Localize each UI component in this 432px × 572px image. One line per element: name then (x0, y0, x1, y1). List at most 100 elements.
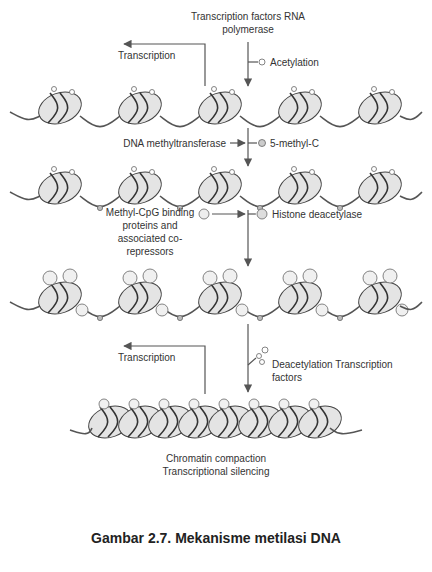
co-repressor (396, 304, 408, 316)
linker-dna (80, 116, 120, 127)
nucleosome (354, 86, 406, 129)
dna-wrap (208, 173, 218, 203)
co-repressor (316, 304, 328, 316)
nucleosome (274, 86, 326, 129)
dna-wrap (128, 93, 138, 123)
dna-wrap (98, 407, 108, 437)
dna-wrap (158, 407, 168, 437)
acetyl-group (372, 167, 377, 172)
co-repressor (156, 304, 168, 316)
annotation-label: Chromatin compaction Transcriptional sil… (149, 452, 284, 478)
mbd-protein (123, 271, 137, 285)
nucleosome (34, 166, 86, 209)
dna-wrap (138, 283, 148, 313)
linker-dna (240, 116, 280, 127)
dna-wrap (308, 407, 318, 437)
co-repressor (76, 304, 88, 316)
bound-protein (129, 399, 139, 409)
dna-wrap (368, 173, 378, 203)
annotation-label: 5-methyl-C (270, 137, 319, 150)
dna-wrap (318, 407, 328, 437)
side-line (248, 142, 257, 143)
bound-protein (99, 399, 109, 409)
dna-wrap (278, 407, 288, 437)
acetyl-symbol (257, 354, 262, 359)
nucleosome (274, 166, 326, 209)
bound-protein (189, 399, 199, 409)
annotation-label: DNA methyltransferase (70, 137, 226, 150)
process-arrow (247, 42, 248, 86)
dna-wrap (58, 93, 68, 123)
acetyl-group (310, 90, 315, 95)
methyl-group (97, 315, 102, 320)
linker-dna (400, 192, 422, 199)
methyl-group (177, 315, 182, 320)
annotation-label: Deacetylation Transcription factors (272, 358, 397, 384)
figure-caption: Gambar 2.7. Mekanisme metilasi DNA (16, 530, 416, 546)
acetyl-group (70, 170, 75, 175)
linker-dna (330, 428, 362, 434)
acetyl-group (372, 87, 377, 92)
side-line (248, 61, 258, 62)
side-arrow (230, 142, 245, 143)
annotation-label: Acetylation (270, 56, 319, 69)
dna-wrap (218, 93, 228, 123)
dna-wrap (198, 407, 208, 437)
nucleosome (194, 86, 246, 129)
acetyl-symbol (259, 59, 265, 65)
acetyl-group (310, 170, 315, 175)
dna-wrap (48, 173, 58, 203)
hdac-protein (383, 269, 397, 283)
dna-wrap (48, 283, 58, 313)
side-line (248, 213, 256, 214)
acetyl-symbol (262, 347, 268, 353)
dna-wrap (48, 93, 58, 123)
bound-protein (219, 399, 229, 409)
dna-wrap (288, 283, 298, 313)
nucleosome (354, 166, 406, 209)
acetyl-group (132, 167, 137, 172)
process-arrow (247, 324, 248, 392)
side-line (248, 358, 256, 365)
dna-wrap (218, 407, 228, 437)
acetyl-group (150, 90, 155, 95)
acetyl-group (390, 90, 395, 95)
dna-wrap (138, 93, 148, 123)
acetyl-group (230, 90, 235, 95)
dna-wrap (258, 407, 268, 437)
dna-wrap (298, 173, 308, 203)
linker-dna (400, 112, 422, 119)
dna-wrap (138, 407, 148, 437)
annotation-label: Transcription (118, 351, 175, 364)
bound-protein (309, 399, 319, 409)
dna-wrap (378, 283, 388, 313)
nucleosome (294, 400, 346, 443)
side-arrow (212, 213, 245, 214)
linker-dna (320, 116, 360, 127)
bound-protein (159, 399, 169, 409)
dna-wrap (298, 93, 308, 123)
dna-wrap (208, 93, 218, 123)
annotation-label: Histone deacetylase (272, 208, 362, 221)
bound-protein (279, 399, 289, 409)
acetyl-group (212, 87, 217, 92)
acetyl-group (292, 87, 297, 92)
dna-wrap (218, 173, 228, 203)
linker-dna (10, 302, 40, 309)
acetyl-group (390, 170, 395, 175)
dna-wrap (378, 173, 388, 203)
mbd-protein (363, 271, 377, 285)
dna-wrap (218, 283, 228, 313)
dna-wrap (128, 283, 138, 313)
annotation-label: Transcription factors RNA polymerase (188, 10, 308, 36)
hdac-protein (223, 269, 237, 283)
linker-dna (400, 302, 422, 309)
process-arrow (247, 128, 248, 166)
dna-wrap (58, 173, 68, 203)
linker-dna (10, 112, 40, 119)
dna-wrap (378, 93, 388, 123)
hdac-protein (63, 269, 77, 283)
dna-wrap (368, 283, 378, 313)
nucleosome (114, 86, 166, 129)
bound-protein (249, 399, 259, 409)
